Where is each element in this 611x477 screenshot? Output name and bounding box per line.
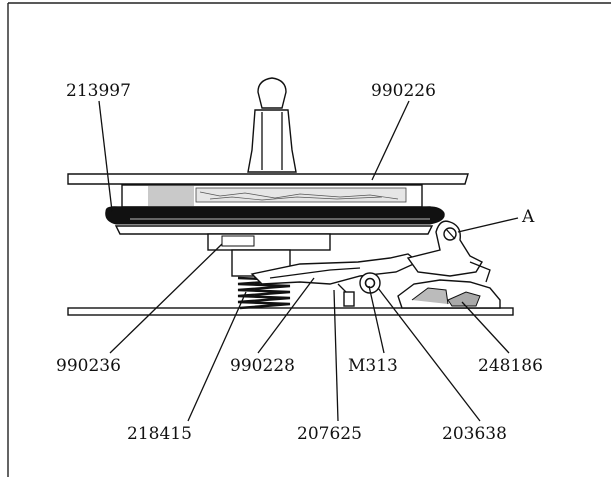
spindle [247,77,297,173]
label-a: A [521,207,535,227]
coil-spring [237,276,291,310]
leader-218415 [187,291,247,422]
leader-990236 [109,243,223,354]
leader-m313 [368,285,385,354]
label-990228: 990228 [230,356,295,376]
base-plate [67,307,514,316]
label-213997: 213997 [66,81,131,101]
switch-assembly [397,261,501,309]
leader-990228 [257,277,315,354]
part-labels: 213997 990226 A 990236 990228 M313 24818… [56,81,543,444]
label-m313: M313 [348,356,398,376]
bracket-a [406,220,483,277]
leader-a [457,217,519,233]
label-990236: 990236 [56,356,121,376]
leader-248186 [461,301,510,354]
label-248186: 248186 [478,356,543,376]
leader-990226 [371,100,410,181]
label-990226: 990226 [371,81,436,101]
leader-lines [98,100,519,422]
drive-belt [105,206,445,225]
label-203638: 203638 [442,424,507,444]
lower-platter-ring [114,225,434,235]
pivot-screw [359,272,381,294]
page-frame [7,2,611,477]
leader-213997 [98,100,113,212]
label-207625: 207625 [297,424,362,444]
label-218415: 218415 [127,424,192,444]
leader-207625 [333,289,339,422]
hub-bearing [207,233,331,277]
lever-arm [250,253,420,307]
leader-203638 [377,287,481,422]
